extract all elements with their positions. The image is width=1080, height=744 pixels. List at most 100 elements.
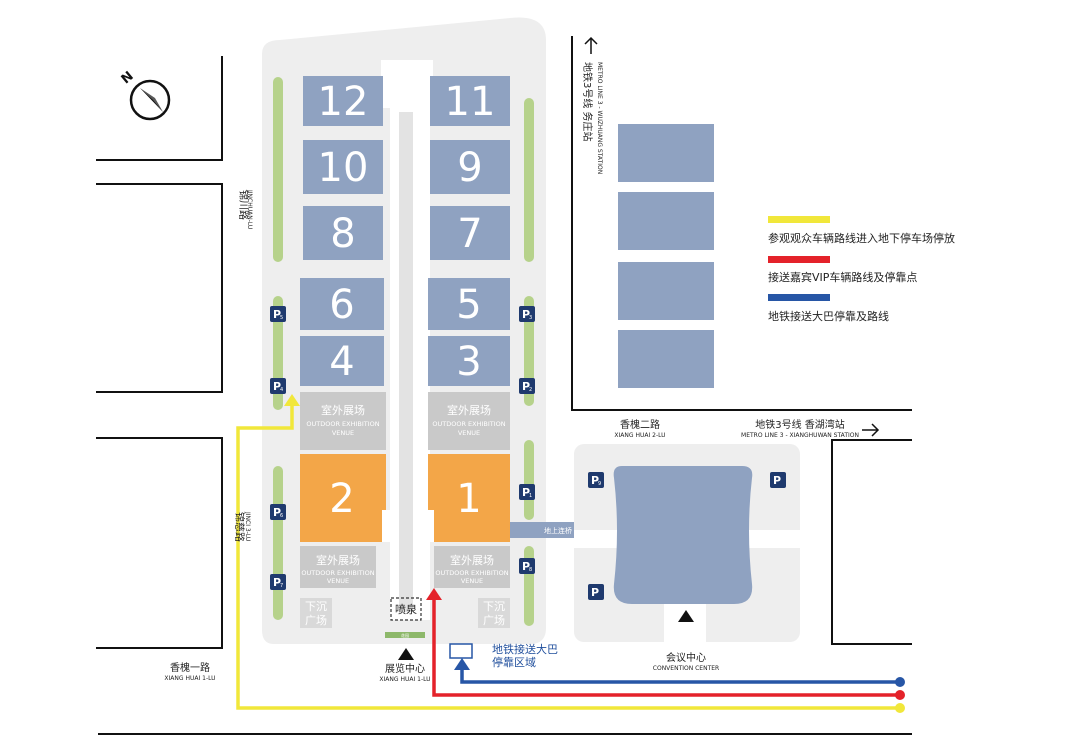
svg-text:METRO LINE 3 - WUZHUANG STATIO: METRO LINE 3 - WUZHUANG STATION [596,62,603,174]
convention-entrance-icon [678,610,694,622]
road-label-jinchuan: 锦川路 [237,190,250,220]
block-right-top [571,36,912,411]
legend-item-red: 接送嘉宾VIP车辆路线及停靠点 [768,256,917,284]
hall-10[interactable]: 10 [303,140,383,194]
hall-9[interactable]: 9 [430,140,510,194]
parking-sign-p5[interactable]: P5 [270,306,286,322]
svg-text:6: 6 [280,513,283,519]
svg-text:OUTDOOR EXHIBITION: OUTDOOR EXHIBITION [301,569,374,577]
parking-signs: P5 P4 P3 P2 P1 P6 P7 P8 P9 P P [270,306,786,600]
hall-7[interactable]: 7 [430,206,510,260]
road-label-xianghuai1-en: XIANG HUAI 1-LU [164,675,215,682]
svg-text:2: 2 [529,387,532,393]
svg-text:9: 9 [598,481,601,487]
svg-text:广场: 广场 [305,613,327,627]
parking-sign-p8[interactable]: P8 [519,558,535,574]
svg-text:P: P [522,380,530,393]
svg-text:7: 7 [457,211,482,257]
hall-11[interactable]: 11 [430,76,510,126]
parking-sign-p3[interactable]: P3 [519,306,535,322]
hall-1[interactable]: 1 [428,454,510,542]
svg-text:8: 8 [529,567,532,573]
svg-text:P: P [522,560,530,573]
road-label-xianghuai2-en: XIANG HUAI 2-LU [614,432,665,439]
svg-text:7: 7 [280,583,283,589]
svg-text:OUTDOOR EXHIBITION: OUTDOOR EXHIBITION [435,569,508,577]
block-right-bottom [831,439,912,645]
svg-text:参观观众车辆路线进入地下停车场停放: 参观观众车辆路线进入地下停车场停放 [768,231,955,245]
svg-text:5: 5 [456,282,481,328]
exhibition-entrance-icon [398,648,414,660]
arrow-yellow-icon [284,394,300,406]
legend-item-yellow: 参观观众车辆路线进入地下停车场停放 [768,216,955,245]
svg-text:3: 3 [456,339,481,385]
parking-sign-p10[interactable]: P [770,472,786,488]
svg-text:地铁接送大巴: 地铁接送大巴 [492,642,558,656]
road-label-xianghuai1: 香槐一路 [170,661,210,674]
block-top-left [96,56,223,161]
svg-text:JINCI 3-LU: JINCI 3-LU [244,511,251,541]
svg-text:6: 6 [329,282,354,328]
svg-text:11: 11 [445,79,496,125]
svg-text:接送嘉宾VIP车辆路线及停靠点: 接送嘉宾VIP车辆路线及停靠点 [768,270,917,284]
parking-sign-p7[interactable]: P7 [270,574,286,590]
svg-text:地铁3号线 务庄站: 地铁3号线 务庄站 [581,62,594,142]
road-label-metro-xianghuwan-en: METRO LINE 3 - XIANGHUWAN STATION [741,432,859,439]
svg-text:P: P [273,576,281,589]
parking-sign-p11[interactable]: P [588,584,604,600]
svg-text:VENUE: VENUE [458,429,480,437]
arrow-blue-icon [454,658,470,670]
fountain[interactable]: 喷泉 [390,597,422,621]
svg-text:N: N [119,69,137,87]
road-label-jinci-en: JINCI 3-LU [244,511,251,541]
sunken-plaza-right[interactable]: 下沉 广场 [478,598,510,628]
hall-8[interactable]: 8 [303,206,383,260]
hall-4[interactable]: 4 [300,336,384,386]
sunken-plaza-left[interactable]: 下沉 广场 [300,598,332,628]
convention-center-label: 会议中心 [666,651,706,664]
outdoor-venue-lower-right[interactable]: 室外展场 OUTDOOR EXHIBITION VENUE [434,546,510,588]
outdoor-venue-lower-left[interactable]: 室外展场 OUTDOOR EXHIBITION VENUE [300,546,376,588]
halls: 12 11 10 9 8 7 6 5 4 3 2 1 [300,76,510,542]
svg-text:P: P [273,308,281,321]
svg-text:花园: 花园 [401,632,409,638]
outdoor-venue-upper-right[interactable]: 室外展场 OUTDOOR EXHIBITION VENUE [428,392,510,450]
svg-text:停靠区域: 停靠区域 [492,655,536,669]
metro-north-arrow-icon [584,36,598,54]
svg-text:10: 10 [318,145,369,191]
svg-text:1: 1 [456,476,481,522]
hall-12[interactable]: 12 [303,76,383,126]
svg-text:4: 4 [280,387,283,393]
parking-sign-p1[interactable]: P1 [519,484,535,500]
road-label-metro-wuzhuang: 地铁3号线 务庄站 [581,62,594,142]
svg-text:下沉: 下沉 [483,600,505,613]
route-blue [460,668,900,684]
bus-stop-area[interactable]: 地铁接送大巴 停靠区域 [449,642,558,669]
convention-site [574,444,800,642]
svg-text:OUTDOOR EXHIBITION: OUTDOOR EXHIBITION [306,420,379,428]
parking-sign-p9[interactable]: P9 [588,472,604,488]
hall-6[interactable]: 6 [300,278,384,330]
parking-sign-p2[interactable]: P2 [519,378,535,394]
parking-sign-p6[interactable]: P6 [270,504,286,520]
parking-sign-p4[interactable]: P4 [270,378,286,394]
svg-text:P: P [273,506,281,519]
outdoor-venue-upper-left[interactable]: 室外展场 OUTDOOR EXHIBITION VENUE [300,392,386,450]
exhibition-center-label: 展览中心 [385,662,425,675]
hall-3[interactable]: 3 [428,336,510,386]
street-blocks [96,36,912,735]
svg-text:室外展场: 室外展场 [316,553,360,567]
convention-center-label-en: CONVENTION CENTER [653,665,719,672]
svg-text:P: P [522,308,530,321]
exhibition-center-label-en: XIANG HUAI 1-LU [379,676,430,683]
svg-text:P: P [773,474,781,487]
road-label-jinci: 锦慈路 [233,512,246,542]
svg-text:2: 2 [329,476,354,522]
hall-2[interactable]: 2 [300,454,392,542]
hall-5[interactable]: 5 [428,278,510,330]
metro-side-buildings [618,124,714,388]
svg-text:12: 12 [318,79,369,125]
convention-center-building[interactable] [613,466,753,604]
svg-text:广场: 广场 [483,613,505,627]
